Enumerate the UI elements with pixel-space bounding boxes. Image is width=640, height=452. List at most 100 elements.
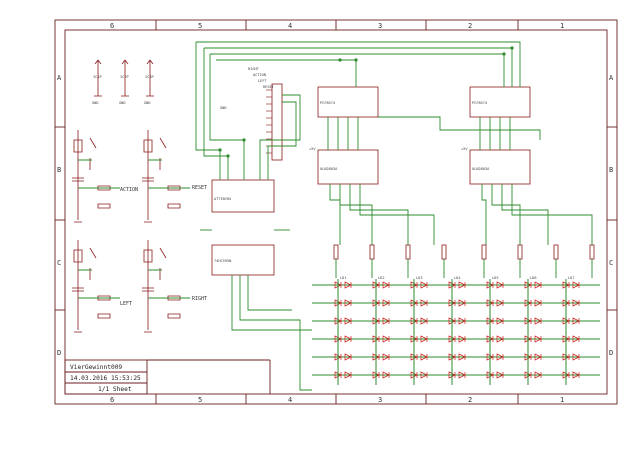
zone-col-label: 1 (560, 22, 564, 30)
led (420, 281, 428, 289)
led (572, 281, 580, 289)
led (382, 353, 390, 361)
led-matrix (312, 279, 600, 385)
led (534, 317, 542, 325)
wiring (195, 41, 593, 391)
led (344, 317, 352, 325)
gnd-label-2: GND (119, 101, 126, 105)
zone-row-label: C (57, 259, 61, 267)
led (534, 299, 542, 307)
resistor (589, 244, 595, 260)
net-right: RIGHT (192, 296, 207, 302)
chip-driver-2: ULN2803A (469, 149, 531, 185)
zone-col-label: 3 (378, 22, 382, 30)
title-datetime: 14.03.2016 15:53:25 (70, 375, 141, 382)
led-column-label: LD7 (568, 276, 575, 280)
led-column-label: LD4 (454, 276, 461, 280)
ic3p-label: IC3P (145, 75, 154, 79)
led (572, 353, 580, 361)
led (572, 317, 580, 325)
connector-pin-left: LEFT (258, 79, 267, 83)
svg-text:ULN2803A: ULN2803A (472, 167, 490, 171)
connector-pin-right: RIGHT (248, 67, 260, 71)
resistor (441, 244, 447, 260)
plus5v-label-1: +5V (309, 147, 316, 151)
led (344, 353, 352, 361)
led (420, 317, 428, 325)
chip-mcu: ATTINY85 (211, 179, 275, 213)
led (458, 317, 466, 325)
led (534, 353, 542, 361)
zone-col-label: 4 (288, 22, 292, 30)
gnd-label-top: GND (220, 106, 227, 110)
led (572, 335, 580, 343)
net-left: LEFT (120, 301, 132, 307)
led-column-label: LD1 (340, 276, 347, 280)
resistor (517, 244, 523, 260)
net-action: ACTION (120, 187, 138, 193)
chip-driver-1: ULN2803A (317, 149, 379, 185)
zone-col-label: 5 (198, 396, 202, 404)
title-name: VierGewinnt009 (70, 364, 122, 371)
led-column-labels: LD1 LD2 LD3 LD4 LD5 LD6 LD7 (340, 276, 575, 280)
svg-text:ULN2803A: ULN2803A (320, 167, 338, 171)
led (534, 371, 542, 379)
zone-col-label: 6 (110, 22, 114, 30)
svg-text:PCF8574: PCF8574 (320, 101, 335, 105)
led (534, 281, 542, 289)
gnd-label-3: GND (144, 101, 151, 105)
led (344, 299, 352, 307)
zone-col-label: 1 (560, 396, 564, 404)
led (344, 281, 352, 289)
led (382, 281, 390, 289)
zone-row-label: C (609, 259, 613, 267)
led (382, 371, 390, 379)
connector: RIGHT ACTION LEFT RESET (248, 67, 283, 161)
led-column-label: LD3 (416, 276, 423, 280)
chip-shift: 74HC595N (211, 244, 275, 276)
svg-text:74HC595N: 74HC595N (214, 259, 231, 263)
led (496, 281, 504, 289)
led (382, 335, 390, 343)
button-circuits (72, 130, 190, 333)
resistor (553, 244, 559, 260)
led-column-label: LD5 (492, 276, 499, 280)
led (458, 371, 466, 379)
led (458, 335, 466, 343)
net-reset: RESET (192, 185, 207, 191)
chip-io-2: PCF8574 (469, 86, 531, 118)
led (572, 299, 580, 307)
title-sheet: 1/1 Sheet (98, 386, 132, 393)
resistor (405, 244, 411, 260)
zone-row-label: A (57, 74, 62, 82)
zone-row-label: B (57, 166, 61, 174)
led (496, 299, 504, 307)
connector-pin-action: ACTION (253, 73, 266, 77)
led (496, 317, 504, 325)
led (420, 371, 428, 379)
led (382, 317, 390, 325)
zone-col-label: 4 (288, 396, 292, 404)
zone-col-label: 2 (468, 396, 472, 404)
gnd-label-1: GND (92, 101, 99, 105)
led (572, 371, 580, 379)
zone-col-label: 5 (198, 22, 202, 30)
chip-io-1: PCF8574 (317, 86, 379, 118)
ic1p-label: IC1P (93, 75, 102, 79)
led (420, 335, 428, 343)
led-column-label: LD2 (378, 276, 385, 280)
svg-text:PCF8574: PCF8574 (472, 101, 487, 105)
supply-symbols: IC1P IC2P IC3P GND GND GND (92, 59, 154, 105)
zone-col-label: 2 (468, 22, 472, 30)
resistor (481, 244, 487, 260)
svg-text:ATTINY85: ATTINY85 (214, 197, 231, 201)
resistor-row (333, 244, 595, 278)
led-column-label: LD6 (530, 276, 537, 280)
led (344, 335, 352, 343)
led (420, 299, 428, 307)
zone-row-label: D (57, 349, 61, 357)
drawing-frame (54, 19, 618, 405)
resistor (369, 244, 375, 260)
led (458, 281, 466, 289)
